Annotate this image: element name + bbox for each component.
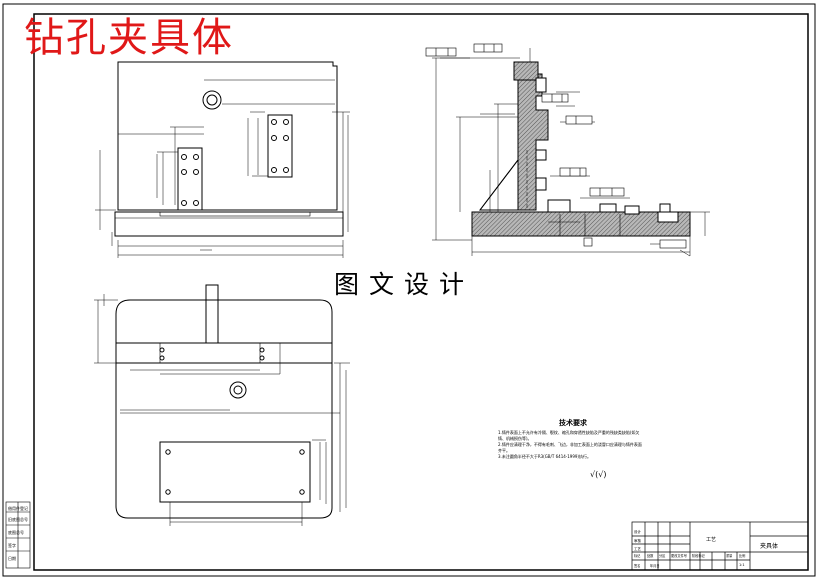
drawing-overlay-title: 钻孔夹具体 — [24, 15, 234, 61]
title-block-stage-label: 阶段标记 — [692, 553, 706, 558]
watermark-text: 图文设计 — [334, 270, 475, 299]
title-block-sign-0: 设计 — [634, 529, 642, 534]
technical-requirements: 技术要求 1.铸件表面上不允许有冷隔、裂纹、缩孔和穿透性缺陷及严重的残缺类缺陷(… — [498, 418, 648, 479]
title-block-row-label-5: 年月日 — [650, 563, 660, 568]
tech-note-line: 1.铸件表面上不允许有冷隔、裂纹、缩孔和穿透性缺陷及严重的残缺类缺陷(如欠 — [498, 430, 640, 435]
tech-notes-title: 技术要求 — [559, 419, 587, 427]
gdt-frames — [425, 43, 687, 249]
title-block-text: 夹具体 工艺 标记 处数 分区 更改文件号 签名 年月日 设计 审核 工艺 阶段… — [634, 529, 778, 568]
tech-note-line: 3.未注圆角半径不大于R3(GB/T 6414-1999)执行。 — [498, 454, 591, 459]
tech-note-line: 铸、机械损伤等)。 — [498, 436, 532, 441]
strip-label-4: 日期 — [8, 555, 16, 561]
title-block-part-name: 夹具体 — [760, 542, 778, 550]
left-strip-table — [5, 501, 31, 569]
top-right-dimensions — [432, 48, 710, 257]
bottom-left-dimensions — [94, 294, 350, 526]
title-block-scale-value: 1:1 — [739, 563, 745, 567]
title-block-weight-label: 重量 — [726, 553, 733, 558]
strip-label-3: 签字 — [8, 542, 16, 548]
top-left-dimensions — [95, 79, 350, 258]
title-block-process: 工艺 — [706, 537, 716, 543]
strip-label-1: 旧底图总号 — [8, 516, 28, 522]
inner-frame — [33, 13, 809, 571]
title-block-row-label-2: 分区 — [659, 553, 666, 558]
top-right-section — [471, 61, 691, 237]
outer-border — [2, 3, 816, 577]
title-block-row-label-3: 更改文件号 — [671, 553, 687, 558]
title-block-scale-label: 比例 — [739, 553, 745, 558]
title-block-grid — [631, 521, 809, 571]
title-block-sign-2: 工艺 — [634, 546, 642, 551]
tech-note-line: 齐平。 — [498, 448, 510, 453]
strip-label-2: 底图总号 — [8, 529, 24, 535]
strip-label-0: 借用件登记 — [8, 505, 28, 511]
title-block-row-label-0: 标记 — [634, 553, 641, 558]
title-block-row-label-4: 签名 — [634, 563, 640, 568]
bottom-left-view — [115, 284, 333, 519]
left-strip-labels: 借用件登记 旧底图总号 底图总号 签字 日期 — [8, 505, 28, 561]
tech-note-line: 2.铸件应清理干净，不得有毛刺、飞边，非加工表面上的浇冒口应清理与铸件表面 — [498, 442, 642, 447]
top-left-view — [114, 61, 344, 237]
surface-roughness-symbol: √(√) — [590, 470, 607, 479]
title-block-sign-1: 审核 — [634, 538, 642, 543]
title-block-row-label-1: 处数 — [647, 553, 654, 558]
